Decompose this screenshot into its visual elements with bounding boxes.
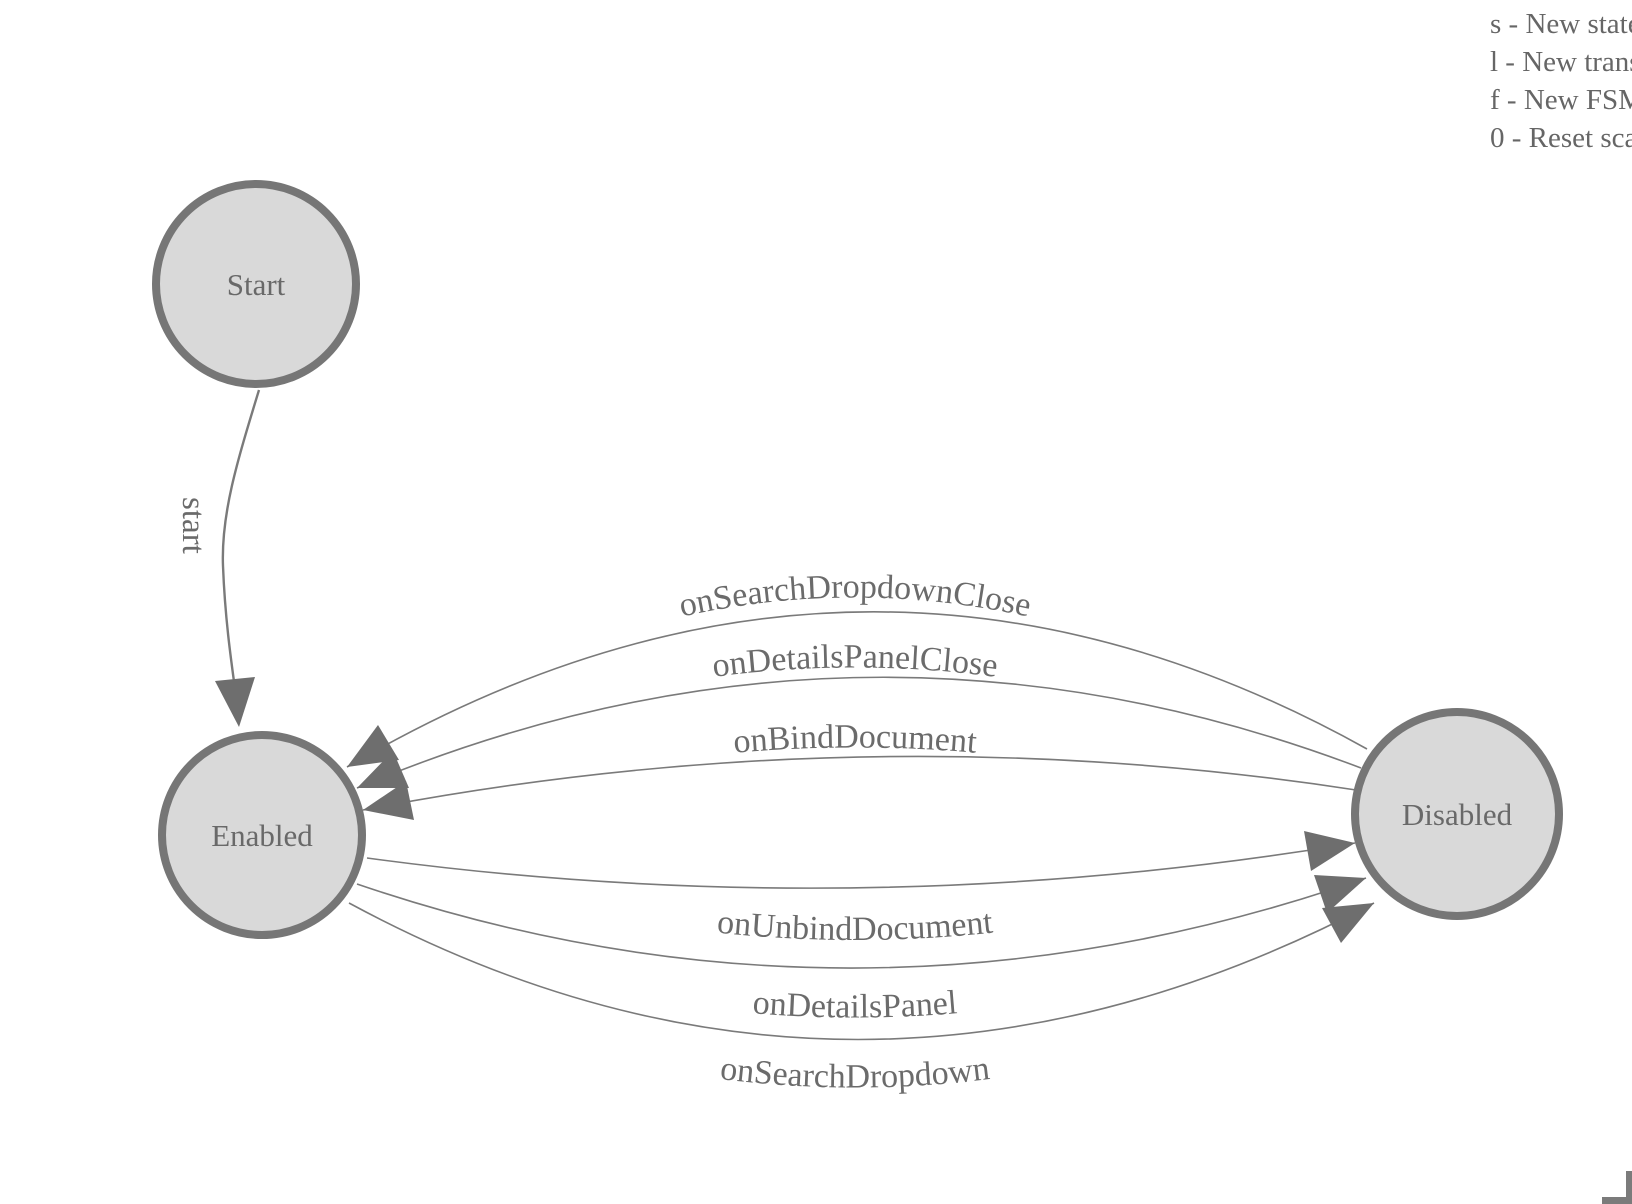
clipped-panel-corner-vertical-bar — [1626, 1171, 1632, 1204]
shortcut-legend: s - New state l - New transition f - New… — [1490, 8, 1632, 154]
arrowhead-ondetailspanel — [1314, 875, 1366, 913]
transition-edge-ondetailspanel[interactable] — [356, 877, 1367, 969]
state-label-enabled: Enabled — [211, 818, 313, 853]
transition-label-onunbinddocument[interactable]: onUnbindDocument — [716, 904, 995, 948]
state-node-disabled[interactable]: Disabled — [1351, 708, 1563, 920]
legend-line-new-state: s - New state — [1490, 8, 1632, 40]
state-label-start: Start — [227, 267, 286, 302]
transition-edge-onsearchdropdown[interactable] — [348, 902, 1375, 1041]
arrowhead-ondetailspanelclose — [357, 751, 409, 788]
clipped-panel-corner-horizontal-bar — [1602, 1197, 1632, 1204]
legend-line-new-transition: l - New transition — [1490, 46, 1632, 78]
arrowhead-onsearchdropdownclose — [347, 725, 399, 767]
arrowhead-onunbinddocument — [1304, 831, 1355, 871]
state-circle-enabled[interactable] — [158, 731, 366, 939]
legend-line-reset-scale: 0 - Reset scale — [1490, 122, 1632, 154]
transition-edge-start[interactable] — [221, 389, 261, 697]
transition-edge-ondetailspanelclose[interactable] — [356, 676, 1362, 789]
state-label-disabled: Disabled — [1402, 797, 1513, 832]
state-circle-start[interactable] — [152, 180, 360, 388]
clipped-panel-corner — [1602, 1171, 1632, 1204]
arrowhead-start-to-enabled — [215, 677, 255, 727]
transition-label-ondetailspanel[interactable]: onDetailsPanel — [752, 984, 959, 1025]
arrowhead-onsearchdropdown — [1322, 903, 1374, 943]
state-circle-disabled[interactable] — [1351, 708, 1563, 920]
arrowhead-onbinddocument — [363, 781, 414, 820]
state-node-start[interactable]: Start — [152, 180, 360, 388]
legend-line-new-fsm: f - New FSM — [1490, 84, 1632, 116]
transition-label-onbinddocument[interactable]: onBindDocument — [732, 718, 979, 760]
transition-edge-onunbinddocument[interactable] — [366, 842, 1356, 889]
transition-label-onsearchdropdown[interactable]: onSearchDropdown — [718, 1050, 991, 1095]
transition-label-onsearchdropdownclose[interactable]: onSearchDropdownClose — [676, 568, 1035, 624]
transition-edge-onbinddocument[interactable] — [362, 755, 1357, 811]
transition-edge-onsearchdropdownclose[interactable] — [346, 611, 1368, 768]
transition-label-start[interactable]: start — [175, 497, 211, 554]
state-node-enabled[interactable]: Enabled — [158, 731, 366, 939]
